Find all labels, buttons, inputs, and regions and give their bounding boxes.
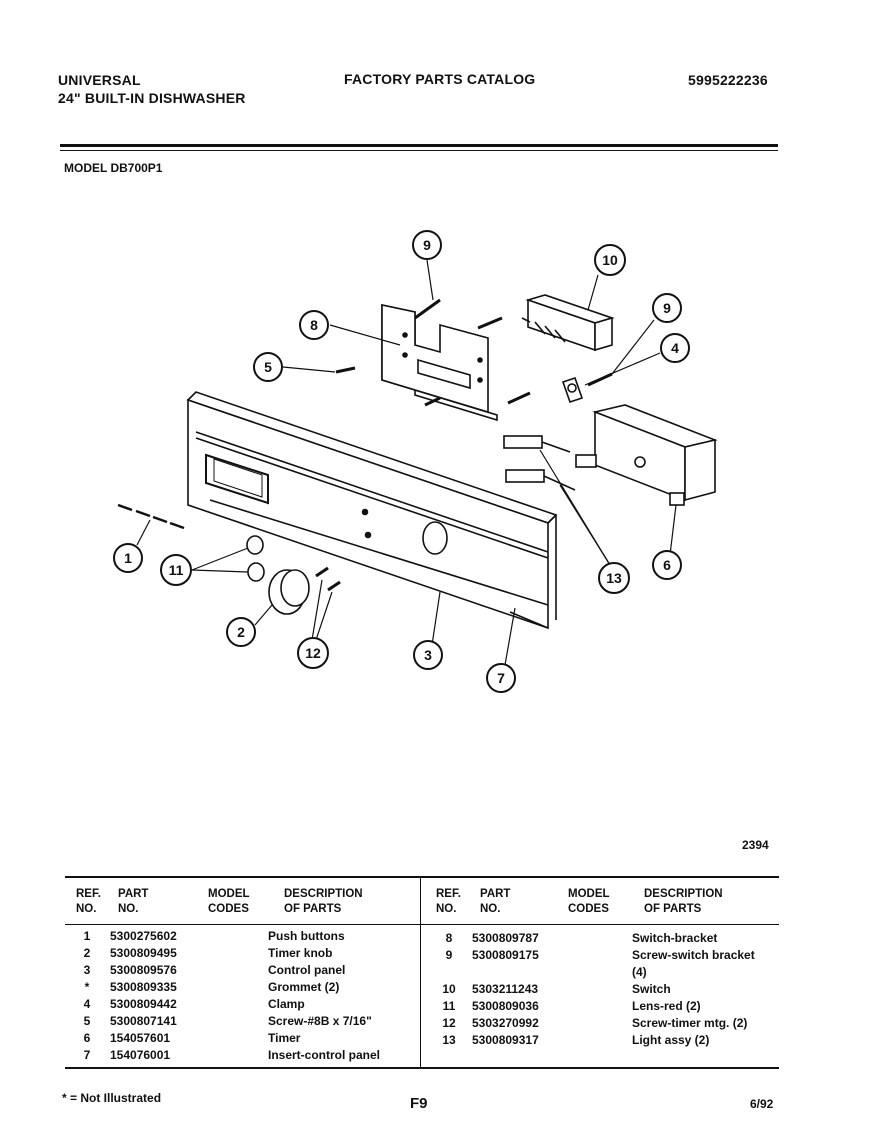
callout-label: 9: [423, 237, 431, 253]
not-illustrated-note: * = Not Illustrated: [62, 1091, 162, 1105]
callout-label: 10: [602, 252, 618, 268]
catalog-number: 5995222236: [688, 72, 768, 88]
callout-7: [486, 663, 516, 693]
callout-9-right: [652, 293, 682, 323]
callout-label: 13: [606, 570, 622, 586]
callout-label: 8: [310, 317, 318, 333]
callouts: [113, 230, 690, 693]
callout-label: 6: [663, 557, 671, 573]
callout-6: [652, 550, 682, 580]
callout-label: 9: [663, 300, 671, 316]
header-rule-thin: [60, 150, 778, 151]
callout-13: [598, 562, 630, 594]
switch-bracket-drawing: [381, 304, 498, 422]
callout-5: [253, 352, 283, 382]
header-ref: REF.NO.: [76, 888, 101, 915]
control-panel-drawing: [186, 391, 558, 630]
leader-lines: [136, 259, 677, 666]
callout-label: 11: [169, 562, 184, 578]
clamp-drawing: [561, 376, 584, 404]
callout-label: 1: [124, 550, 132, 566]
callout-label: 5: [264, 359, 272, 375]
callout-8: [299, 310, 329, 340]
figure-number: 2394: [742, 838, 769, 852]
callout-4: [660, 333, 690, 363]
header-ref-right: REF.NO.: [436, 888, 461, 915]
callout-10: [594, 244, 626, 276]
light-assembly-drawing: [503, 435, 576, 491]
callout-2: [226, 617, 256, 647]
callout-9-top: [412, 230, 442, 260]
callout-3: [413, 640, 443, 670]
table-column-divider: [420, 876, 421, 1067]
timer-drawing: [575, 404, 718, 506]
model-label: MODEL DB700P1: [64, 161, 163, 175]
print-date: 6/92: [750, 1097, 774, 1111]
brand-name: UNIVERSAL: [58, 72, 141, 88]
callout-12: [297, 637, 329, 669]
table-row: (4): [632, 965, 647, 979]
callout-label: 2: [237, 624, 245, 640]
catalog-title: FACTORY PARTS CATALOG: [344, 71, 536, 87]
exploded-parts-diagram: 9 10 9 8 4 5 1 6 11 13 2 12 3 7: [113, 230, 718, 693]
header-rule-thick: [60, 144, 778, 147]
callout-11: [160, 554, 192, 586]
callout-label: 3: [424, 647, 432, 663]
switch-drawing: [521, 294, 615, 352]
callout-label: 12: [305, 645, 321, 661]
page-number: F9: [410, 1095, 428, 1112]
callout-label: 4: [671, 340, 679, 356]
callout-label: 7: [497, 670, 505, 686]
table-rule-top: [65, 876, 779, 878]
table-rule-bottom: [65, 1067, 779, 1069]
callout-1: [113, 543, 143, 573]
push-buttons-drawing: [117, 503, 185, 530]
table-rule-header: [65, 924, 779, 925]
product-name: 24" BUILT-IN DISHWASHER: [58, 90, 246, 106]
